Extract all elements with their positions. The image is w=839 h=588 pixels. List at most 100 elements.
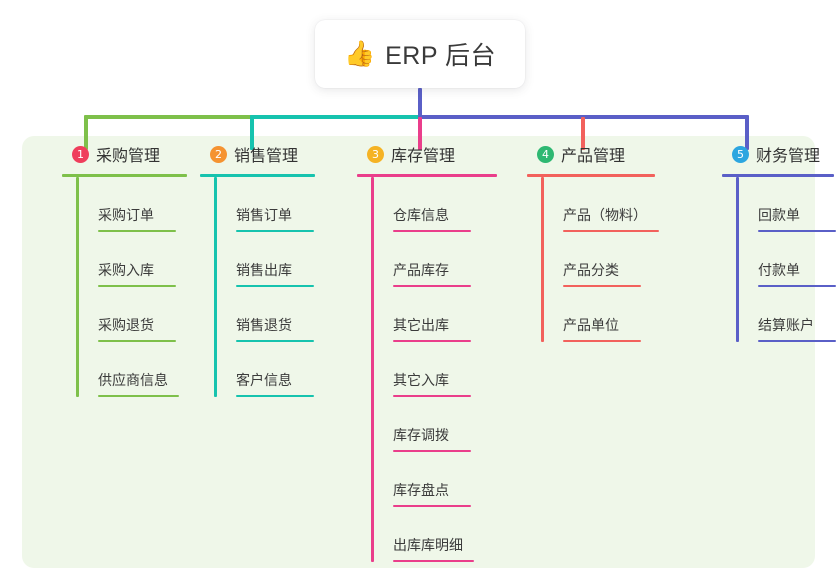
- connector-stub-column-1: [84, 117, 88, 150]
- leaf-node[interactable]: 销售退货: [214, 287, 315, 342]
- leaf-node[interactable]: 产品单位: [541, 287, 659, 342]
- leaf-node-rule: [98, 285, 176, 287]
- column-badge-1: 1: [72, 145, 89, 163]
- connector-stub-column-3: [418, 117, 422, 150]
- leaf-node-label: 采购入库: [98, 262, 154, 278]
- leaf-node-label: 结算账户: [758, 317, 814, 333]
- leaf-node[interactable]: 其它入库: [371, 342, 497, 397]
- leaf-node-label: 产品单位: [563, 317, 619, 333]
- column-1: 1 采购管理采购订单采购入库采购退货供应商信息: [62, 136, 187, 397]
- leaf-node-rule: [758, 230, 836, 232]
- leaf-node-label: 供应商信息: [98, 372, 168, 388]
- leaf-node-rule: [393, 285, 471, 287]
- leaf-node[interactable]: 销售订单: [214, 177, 315, 232]
- leaf-node-label: 回款单: [758, 207, 800, 223]
- leaf-node-label: 销售退货: [236, 317, 292, 333]
- leaf-node[interactable]: 产品库存: [371, 232, 497, 287]
- leaf-node-rule: [98, 340, 176, 342]
- connector-stub-column-5: [745, 117, 749, 150]
- connector-bus-teal: [250, 115, 420, 119]
- leaf-node-label: 客户信息: [236, 372, 292, 388]
- leaf-node[interactable]: 付款单: [736, 232, 836, 287]
- column-title-label: 采购管理: [96, 148, 161, 165]
- leaf-node-label: 产品分类: [563, 262, 619, 278]
- leaf-node[interactable]: 采购入库: [76, 232, 187, 287]
- leaf-node-label: 仓库信息: [393, 207, 449, 223]
- column-header-4[interactable]: 4 产品管理: [527, 136, 659, 172]
- leaf-node-label: 其它入库: [393, 372, 449, 388]
- connector-stub-column-2: [250, 117, 254, 150]
- column-header-3[interactable]: 3 库存管理: [357, 136, 497, 172]
- column-items: 采购订单采购入库采购退货供应商信息: [76, 177, 187, 397]
- leaf-node-rule: [393, 505, 471, 507]
- column-header-2[interactable]: 2 销售管理: [200, 136, 315, 172]
- column-items: 销售订单销售出库销售退货客户信息: [214, 177, 315, 397]
- column-header-5[interactable]: 5 财务管理: [722, 136, 836, 172]
- leaf-node[interactable]: 销售出库: [214, 232, 315, 287]
- leaf-node-rule: [236, 230, 314, 232]
- leaf-node[interactable]: 仓库信息: [371, 177, 497, 232]
- column-title-label: 库存管理: [391, 148, 456, 165]
- leaf-node-label: 库存调拨: [393, 427, 449, 443]
- column-badge-2: 2: [210, 145, 227, 163]
- connector-stub-column-4: [581, 117, 585, 150]
- column-title-label: 销售管理: [234, 148, 299, 165]
- leaf-node[interactable]: 出库库明细: [371, 507, 497, 562]
- thumbs-up-icon: 👍: [343, 39, 376, 68]
- leaf-node-rule: [563, 340, 641, 342]
- leaf-node[interactable]: 库存盘点: [371, 452, 497, 507]
- leaf-node[interactable]: 产品分类: [541, 232, 659, 287]
- leaf-node-rule: [393, 395, 471, 397]
- column-header-rule: [357, 174, 497, 177]
- column-badge-3: 3: [367, 145, 384, 163]
- column-2: 2 销售管理销售订单销售出库销售退货客户信息: [200, 136, 315, 397]
- leaf-node-label: 库存盘点: [393, 482, 449, 498]
- leaf-node[interactable]: 结算账户: [736, 287, 836, 342]
- leaf-node-label: 产品（物料）: [563, 207, 647, 223]
- column-spine: [371, 177, 374, 562]
- column-3: 3 库存管理仓库信息产品库存其它出库其它入库库存调拨库存盘点出库库明细: [357, 136, 497, 562]
- leaf-node-label: 采购订单: [98, 207, 154, 223]
- column-5: 5 财务管理回款单付款单结算账户: [722, 136, 836, 342]
- leaf-node-rule: [393, 450, 471, 452]
- leaf-node[interactable]: 采购订单: [76, 177, 187, 232]
- leaf-node-rule: [236, 340, 314, 342]
- column-header-1[interactable]: 1 采购管理: [62, 136, 187, 172]
- column-header-rule: [527, 174, 655, 177]
- leaf-node[interactable]: 其它出库: [371, 287, 497, 342]
- column-items: 产品（物料） 产品分类产品单位: [541, 177, 659, 342]
- leaf-node[interactable]: 客户信息: [214, 342, 315, 397]
- diagram-panel: [22, 136, 815, 568]
- leaf-node-label: 销售订单: [236, 207, 292, 223]
- column-spine: [76, 177, 79, 397]
- root-node-erp-backend[interactable]: 👍 ERP 后台: [315, 20, 525, 88]
- leaf-node[interactable]: 回款单: [736, 177, 836, 232]
- column-badge-5: 5: [732, 145, 749, 163]
- column-container: 1 采购管理采购订单采购入库采购退货供应商信息 2 销售管理销售订单销售出库销售退货客…: [22, 136, 836, 568]
- leaf-node-rule: [393, 230, 471, 232]
- leaf-node-rule: [758, 285, 836, 287]
- leaf-node-label: 出库库明细: [393, 537, 463, 553]
- leaf-node-rule: [758, 340, 836, 342]
- column-title-label: 财务管理: [756, 148, 821, 165]
- leaf-node-label: 其它出库: [393, 317, 449, 333]
- column-badge-4: 4: [537, 145, 554, 163]
- column-spine: [541, 177, 544, 342]
- column-title-label: 产品管理: [561, 148, 626, 165]
- leaf-node[interactable]: 采购退货: [76, 287, 187, 342]
- column-items: 仓库信息产品库存其它出库其它入库库存调拨库存盘点出库库明细: [371, 177, 497, 562]
- leaf-node-rule: [393, 560, 474, 562]
- leaf-node-rule: [236, 285, 314, 287]
- leaf-node[interactable]: 供应商信息: [76, 342, 187, 397]
- leaf-node[interactable]: 库存调拨: [371, 397, 497, 452]
- leaf-node-label: 付款单: [758, 262, 800, 278]
- leaf-node-label: 销售出库: [236, 262, 292, 278]
- column-header-rule: [200, 174, 315, 177]
- leaf-node-rule: [236, 395, 314, 397]
- leaf-node-rule: [563, 285, 641, 287]
- leaf-node-rule: [393, 340, 471, 342]
- connector-root-stem: [418, 88, 422, 117]
- column-spine: [214, 177, 217, 397]
- column-spine: [736, 177, 739, 342]
- leaf-node[interactable]: 产品（物料）: [541, 177, 659, 232]
